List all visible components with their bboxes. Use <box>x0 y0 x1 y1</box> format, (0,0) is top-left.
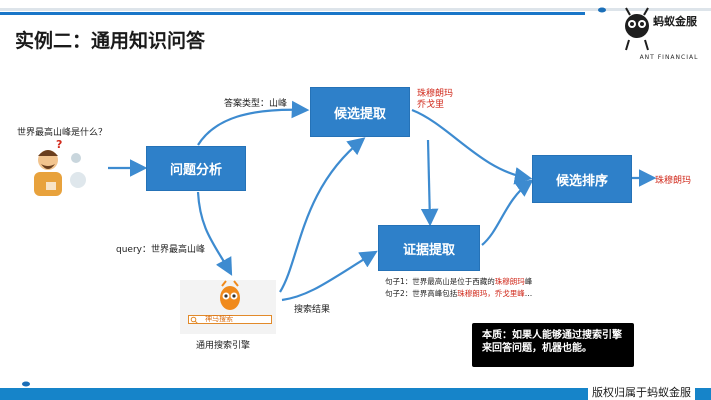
note-line-2: 来回答问题，机器也能。 <box>482 343 592 354</box>
evidence-extract-box: 证据提取 <box>378 225 480 271</box>
ranked-answer: 珠穆朗玛 <box>655 176 692 186</box>
arrow-candidate-to-rank <box>411 108 533 185</box>
top-accent-bar <box>0 12 585 15</box>
page-title: 实例二：通用知识问答 <box>15 30 206 52</box>
evidence-sentence-1: 句子1：世界最高山是位于西藏的珠穆朗玛峰 <box>385 277 533 286</box>
ant-icon <box>598 7 606 13</box>
candidate-extract-box: 候选提取 <box>310 87 410 137</box>
logo-chinese-text: 蚂蚁金服 <box>653 15 697 28</box>
arrow-search-to-candidate <box>279 137 366 293</box>
search-results-label: 搜索结果 <box>294 305 331 315</box>
candidate-1: 珠穆朗玛 <box>417 89 454 99</box>
copyright-text: 版权归属于蚂蚁金服 <box>588 384 695 400</box>
svg-text:?: ? <box>56 138 62 151</box>
answer-type-label: 答案类型：山峰 <box>224 99 288 109</box>
arrow-analysis-to-candidate <box>197 100 310 146</box>
question-text: 世界最高山峰是什么？ <box>17 128 108 138</box>
arrow-candidate-to-evidence <box>420 139 439 227</box>
evidence-sentence-2: 句子2：世界高峰包括珠穆朗玛，乔戈里峰… <box>385 289 533 298</box>
query-label: query：世界最高山峰 <box>116 245 205 255</box>
search-engine-mascot-icon <box>220 280 240 310</box>
search-icon <box>190 316 198 324</box>
arrow-analysis-to-search <box>196 191 233 276</box>
arrow-evidence-to-rank <box>481 179 534 246</box>
analysis-box: 问题分析 <box>146 146 246 191</box>
footer-bar <box>0 388 711 400</box>
candidate-rank-box: 候选排序 <box>532 155 632 203</box>
note-line-1: 本质：如果人能够通过搜索引擎 <box>482 330 622 341</box>
logo-english-text: ANT FINANCIAL <box>639 54 699 61</box>
top-divider <box>0 8 711 11</box>
search-box: 神马搜索 <box>188 315 272 324</box>
thinking-person-icon: ? <box>34 138 86 196</box>
search-engine-label: 通用搜索引擎 <box>196 341 251 351</box>
ant-icon <box>22 381 30 387</box>
arrow-search-to-evidence <box>281 250 378 302</box>
ant-financial-logo-icon <box>625 7 649 51</box>
candidate-2: 乔戈里 <box>417 100 445 110</box>
essence-note: 本质：如果人能够通过搜索引擎 来回答问题，机器也能。 <box>472 323 634 367</box>
